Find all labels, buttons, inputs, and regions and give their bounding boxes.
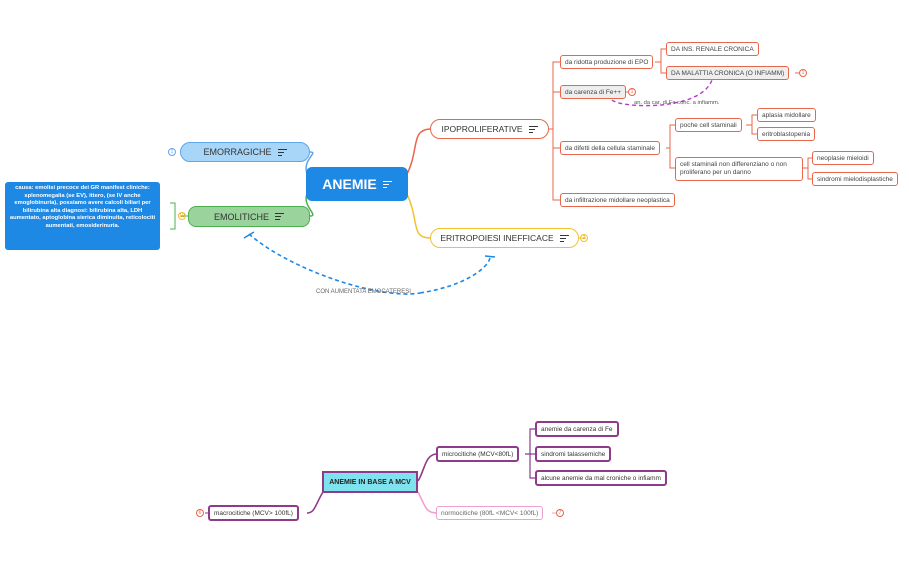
notes-icon: [382, 179, 392, 190]
node-neoplasie[interactable]: neoplasie mieloidi: [812, 151, 874, 165]
node-poche[interactable]: poche cell staminali: [675, 118, 742, 132]
note-box: causa: emolisi precoce dei GR manifest c…: [5, 182, 160, 250]
node-alcune-anemie[interactable]: alcune anemie da mal croniche o infiamm: [535, 470, 667, 486]
node-difetti[interactable]: da difetti della cellula staminale: [560, 141, 660, 155]
node-carenza-fe[interactable]: da carenza di Fe++: [560, 85, 627, 99]
node-emolitiche[interactable]: EMOLITICHE: [188, 206, 310, 227]
node-macrocitiche[interactable]: macrocitiche (MCV> 100fL): [208, 505, 299, 521]
node-sindromi-mielo[interactable]: sindromi mielodisplastiche: [812, 172, 898, 186]
node-infiltrazione[interactable]: da infiltrazione midollare neoplastica: [560, 193, 675, 207]
notes-icon: [528, 124, 538, 135]
relation-label[interactable]: CON AUMENTATA EMOCATERESI: [316, 289, 411, 295]
count-badge[interactable]: 1: [168, 148, 176, 156]
notes-icon: [559, 233, 569, 244]
node-malattia-cronica[interactable]: DA MALATTIA CRONICA (O INFIAMM): [666, 66, 790, 80]
node-da-ridotta[interactable]: da ridotta produzione di EPO: [560, 55, 654, 69]
count-badge[interactable]: 1: [799, 69, 807, 77]
node-talassemiche[interactable]: sindromi talassemiche: [535, 446, 612, 462]
relation-label[interactable]: an. da car. di Fe conc. a infiamm.: [634, 100, 720, 106]
notes-icon: [277, 147, 287, 158]
count-badge[interactable]: 1: [628, 88, 636, 96]
eritropoiesi-label: ERITROPOIESI INEFFICACE: [440, 233, 554, 243]
count-badge[interactable]: 2: [580, 234, 588, 242]
node-ipoproliferative[interactable]: IPOPROLIFERATIVE: [430, 119, 549, 139]
node-microcitiche[interactable]: microcitiche (MCV<80fL): [436, 446, 520, 462]
node-emorragiche[interactable]: EMORRAGICHE: [180, 142, 310, 162]
root-node-mcv[interactable]: ANEMIE IN BASE A MCV: [322, 471, 418, 493]
node-non-differenziano[interactable]: cell staminali non differenziano o non p…: [675, 157, 803, 181]
node-normocitiche[interactable]: normocitiche (80fL <MCV< 100fL): [436, 506, 544, 520]
node-aplasia[interactable]: aplasia midollare: [757, 108, 816, 122]
note-text: causa: emolisi precoce dei GR manifest c…: [9, 185, 156, 229]
root-node-anemie[interactable]: ANEMIE: [306, 167, 408, 201]
node-ins-renale[interactable]: DA INS. RENALE CRONICA: [666, 42, 759, 56]
node-carenza-fe-mcv[interactable]: anemie da carenza di Fe: [535, 421, 619, 437]
count-badge[interactable]: 6: [196, 509, 204, 517]
root-label: ANEMIE: [322, 176, 377, 192]
node-eritroblastopenia[interactable]: eritroblastopenia: [757, 127, 816, 141]
node-eritropoiesi[interactable]: ERITROPOIESI INEFFICACE: [430, 228, 579, 248]
emolitiche-label: EMOLITICHE: [213, 211, 269, 222]
count-badge[interactable]: 7: [556, 509, 564, 517]
notes-icon: [275, 211, 284, 222]
emorragiche-label: EMORRAGICHE: [203, 147, 272, 157]
count-badge[interactable]: 10: [178, 212, 186, 220]
ipoproliferative-label: IPOPROLIFERATIVE: [441, 124, 523, 134]
